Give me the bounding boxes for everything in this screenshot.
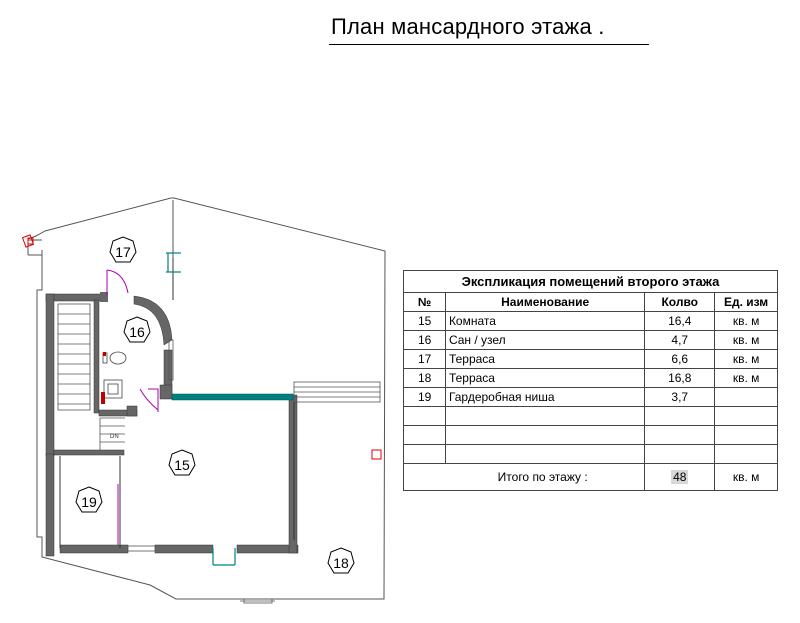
marker-left — [21, 234, 35, 248]
room-marker-19: 19 — [75, 486, 103, 513]
table-row — [403, 406, 778, 426]
header-name: Наименование — [444, 292, 646, 312]
total-unit: кв. м — [714, 463, 778, 491]
table-row: 17 Терраса 6,6 кв. м — [403, 349, 778, 369]
table-row: 19 Гардеробная ниша 3,7 — [403, 387, 778, 407]
table-row — [403, 425, 778, 445]
marker-right — [371, 449, 382, 460]
table-header-row: № Наименование Колво Ед. изм — [403, 292, 778, 312]
toilet-icon — [102, 351, 127, 365]
bath-wall-top — [100, 292, 108, 302]
page-title: План мансардного этажа . — [331, 14, 605, 39]
total-label: Итого по этажу : — [402, 463, 646, 491]
door-bottom — [212, 548, 236, 566]
room-schedule-table: Экспликация помещений второго этажа № На… — [402, 270, 778, 491]
vent-marker — [103, 352, 106, 356]
header-num: № — [403, 292, 446, 312]
cell-qty: 6,6 — [644, 349, 716, 369]
cell-unit: кв. м — [714, 368, 778, 388]
table-row: 16 Сан / узел 4,7 кв. м — [403, 330, 778, 350]
cell-name — [444, 406, 646, 426]
cell-qty — [644, 406, 716, 426]
bath-curved-wall — [133, 295, 173, 346]
cell-num — [403, 406, 446, 426]
stair-dn-label: DN — [110, 434, 119, 440]
cell-qty: 4,7 — [644, 330, 716, 350]
table-caption: Экспликация помещений второго этажа — [403, 270, 778, 293]
table-row — [403, 444, 778, 464]
cell-qty — [644, 425, 716, 445]
cell-unit: кв. м — [714, 349, 778, 369]
room-marker-16: 16 — [123, 316, 151, 343]
total-value-cell: 48 — [644, 463, 716, 491]
cell-name: Терраса — [444, 349, 646, 369]
room-number-19: 19 — [81, 494, 97, 510]
cell-name: Гардеробная ниша — [444, 387, 646, 407]
thin-walls — [59, 258, 295, 548]
cell-num — [403, 444, 446, 464]
cell-name — [444, 444, 646, 464]
basin-icon — [103, 379, 123, 399]
cell-num: 18 — [403, 368, 446, 388]
total-value: 48 — [671, 470, 689, 484]
room-number-18: 18 — [333, 555, 349, 571]
cell-name — [444, 425, 646, 445]
room-number-17: 17 — [115, 244, 131, 260]
room-marker-18: 18 — [327, 547, 355, 574]
glass-wall — [171, 393, 294, 401]
header-unit: Ед. изм — [714, 292, 778, 312]
table-caption-row: Экспликация помещений второго этажа — [403, 270, 778, 293]
basin-marker — [101, 392, 105, 404]
window-17 — [166, 252, 181, 273]
cell-num: 15 — [403, 311, 446, 331]
cell-num: 17 — [403, 349, 446, 369]
cell-qty: 3,7 — [644, 387, 716, 407]
walls — [45, 293, 299, 557]
cell-unit — [714, 406, 778, 426]
cell-num: 19 — [403, 387, 446, 407]
room-number-16: 16 — [129, 324, 145, 340]
cell-name: Терраса — [444, 368, 646, 388]
room-marker-17: 17 — [109, 236, 137, 263]
cell-qty — [644, 444, 716, 464]
cell-unit: кв. м — [714, 311, 778, 331]
cell-name: Сан / узел — [444, 330, 646, 350]
cell-unit — [714, 425, 778, 445]
staircase — [57, 303, 125, 450]
table-total-row: Итого по этажу : 48 кв. м — [402, 463, 778, 491]
cell-qty: 16,4 — [644, 311, 716, 331]
cell-unit — [714, 387, 778, 407]
cell-unit: кв. м — [714, 330, 778, 350]
doors — [106, 269, 159, 545]
header-qty: Колво — [644, 292, 716, 312]
frame-16 — [168, 339, 174, 381]
room-marker-15: 15 — [168, 449, 196, 476]
title-underline — [329, 44, 649, 45]
cell-qty: 16,8 — [644, 368, 716, 388]
cell-name: Комната — [444, 311, 646, 331]
table-row: 18 Терраса 16,8 кв. м — [403, 368, 778, 388]
cell-num — [403, 425, 446, 445]
cell-num: 16 — [403, 330, 446, 350]
terrace-railing — [240, 381, 381, 604]
cell-unit — [714, 444, 778, 464]
door-frame-bottom — [127, 545, 156, 552]
table-row: 15 Комната 16,4 кв. м — [403, 311, 778, 331]
room-number-15: 15 — [174, 457, 190, 473]
